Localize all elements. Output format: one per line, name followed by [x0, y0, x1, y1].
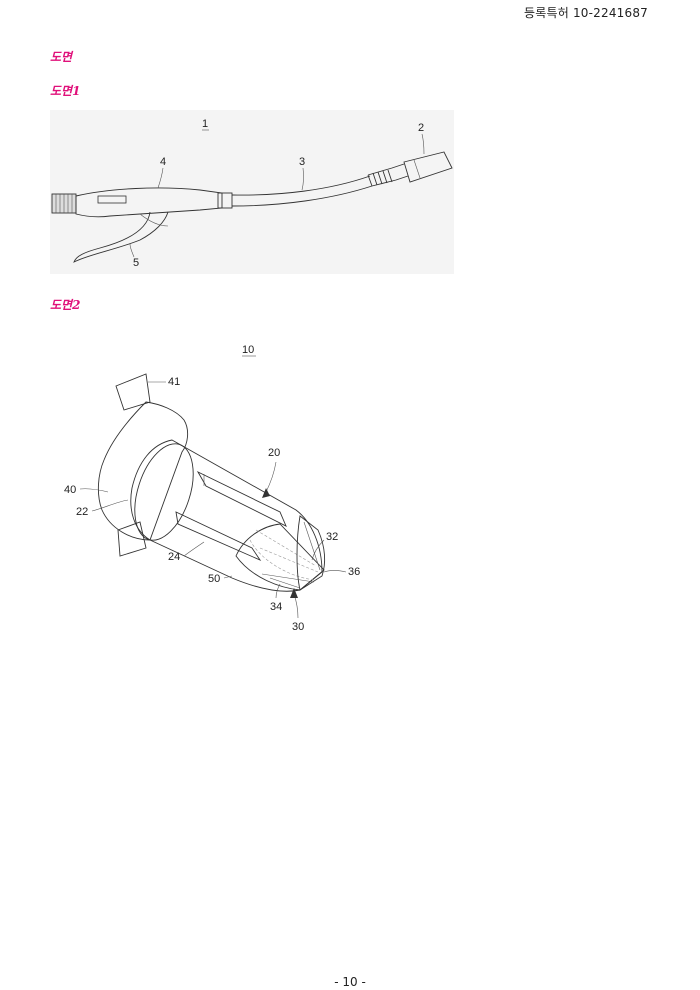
- shaft-collar: [217, 192, 233, 209]
- label-cap: 22: [76, 506, 88, 518]
- label-base: 40: [64, 484, 76, 496]
- drawings-heading: 도면: [50, 50, 73, 64]
- shaft: [231, 175, 371, 196]
- figure2-heading: 도면2: [50, 298, 81, 312]
- label-body: 20: [268, 447, 280, 459]
- wing-upper: [115, 373, 151, 411]
- page-number: - 10 -: [334, 975, 366, 989]
- slot-upper: [196, 470, 287, 527]
- label-tip: 30: [292, 621, 304, 633]
- connector: [403, 151, 453, 183]
- handle-window: [97, 195, 127, 204]
- coupling: [367, 163, 409, 187]
- trigger-lever: [73, 211, 169, 263]
- wing-lower: [117, 521, 147, 557]
- label-connector: 2: [418, 122, 424, 134]
- label-wing: 41: [168, 376, 180, 388]
- figure1-heading: 도면1: [50, 84, 81, 98]
- label-shaft: 3: [299, 156, 305, 168]
- label-tip-lower: 34: [270, 601, 282, 613]
- label-handle: 4: [160, 156, 166, 168]
- figure1-background: [50, 110, 454, 274]
- cone: [235, 523, 325, 591]
- label-cone: 50: [208, 573, 220, 585]
- label-trigger: 5: [133, 257, 139, 269]
- cap: [134, 443, 194, 541]
- body: [130, 439, 323, 592]
- label-tip-end: 36: [348, 566, 360, 578]
- label-device: 1: [202, 118, 208, 130]
- label-assembly: 10: [242, 344, 254, 356]
- patent-number: 등록특허 10-2241687: [523, 6, 648, 20]
- slot-lower: [175, 511, 262, 562]
- label-tip-upper: 32: [326, 531, 338, 543]
- handle-body: [75, 187, 223, 218]
- label-slot: 24: [168, 551, 180, 563]
- base-flange: [97, 401, 189, 541]
